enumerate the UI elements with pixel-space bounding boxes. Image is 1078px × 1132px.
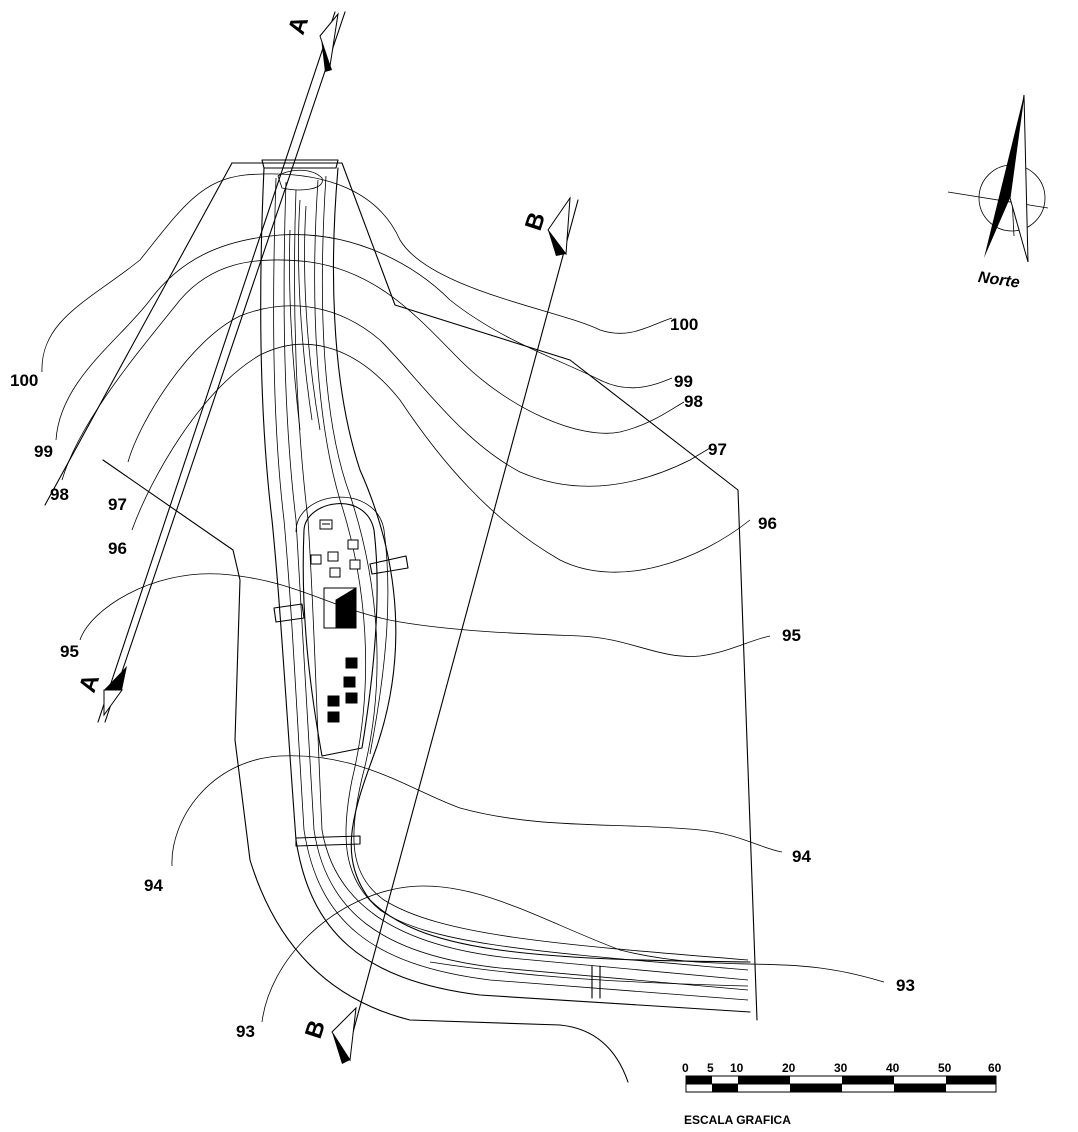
scale-tick-10: 10 (730, 1061, 744, 1075)
north-label: Norte (977, 269, 1021, 292)
north-arrow-icon (947, 94, 1049, 263)
island (295, 496, 389, 757)
buildings (310, 519, 361, 723)
contour-label-94-left: 94 (144, 876, 163, 895)
scale-tick-50: 50 (938, 1061, 952, 1075)
contour-label-97-left: 97 (108, 495, 127, 514)
section-line-a (97, 11, 346, 723)
section-line-b (331, 196, 579, 1064)
section-a-bottom-label: A (74, 671, 105, 696)
section-b-top-label: B (520, 209, 551, 234)
contour-lines (41, 173, 885, 1023)
scale-tick-5: 5 (707, 1061, 714, 1075)
contour-label-100-left: 100 (10, 371, 38, 390)
property-boundary-west (102, 459, 629, 1083)
graphic-scale (685, 1075, 997, 1093)
scale-tick-40: 40 (886, 1061, 900, 1075)
contour-label-96-left: 96 (108, 539, 127, 558)
section-a-top-label: A (283, 13, 314, 38)
contour-label-94-right: 94 (792, 847, 811, 866)
scale-tick-20: 20 (782, 1061, 796, 1075)
property-boundary (231, 162, 758, 1021)
contour-label-97-right: 97 (708, 440, 727, 459)
contour-label-99-left: 99 (34, 442, 53, 461)
contour-label-100-right: 100 (670, 315, 698, 334)
contour-label-98-right: 98 (684, 392, 703, 411)
scale-tick-0: 0 (682, 1061, 689, 1075)
contour-label-95-left: 95 (60, 642, 79, 661)
contour-label-99-right: 99 (674, 372, 693, 391)
contour-label-96-right: 96 (758, 514, 777, 533)
scale-tick-30: 30 (834, 1061, 848, 1075)
contour-label-98-left: 98 (50, 485, 69, 504)
contour-label-95-right: 95 (782, 626, 801, 645)
section-b-bottom-label: B (300, 1017, 331, 1042)
contour-label-93-right: 93 (896, 976, 915, 995)
river-channel (260, 159, 751, 1013)
scale-title: ESCALA GRAFICA (684, 1113, 791, 1127)
scale-tick-60: 60 (988, 1061, 1002, 1075)
contour-label-93-left: 93 (236, 1022, 255, 1041)
